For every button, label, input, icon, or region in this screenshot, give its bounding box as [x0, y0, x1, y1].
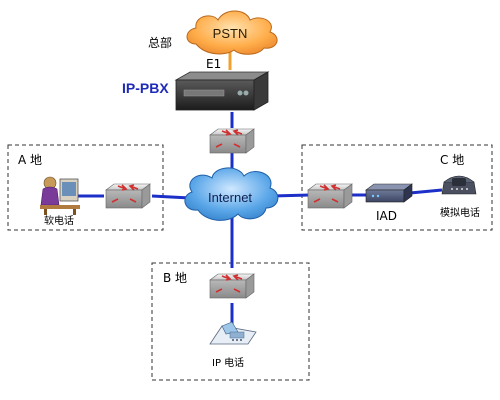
headquarters-label: 总部: [148, 35, 172, 50]
internet-label: Internet: [208, 190, 252, 205]
analog-phone-icon[interactable]: [441, 175, 477, 195]
ip-phone-icon[interactable]: [209, 321, 257, 345]
router-icon-a[interactable]: [105, 183, 151, 209]
site-a-label: A 地: [18, 153, 42, 167]
link-internet-c-router: [271, 193, 311, 198]
pstn-label: PSTN: [213, 26, 248, 41]
analog-phone-label: 模拟电话: [440, 206, 480, 219]
router-icon-b[interactable]: [209, 273, 255, 299]
iad-device-icon[interactable]: [365, 183, 413, 203]
site-b-label: B 地: [163, 271, 187, 285]
e1-label: E1: [206, 57, 221, 71]
router-icon-c[interactable]: [307, 183, 353, 209]
internet-cloud-icon: Internet: [184, 167, 279, 221]
router-icon-hq[interactable]: [209, 128, 255, 154]
pstn-cloud-icon: PSTN: [186, 10, 278, 55]
link-iad-analog-phone: [409, 188, 443, 195]
site-c-boundary: [301, 144, 493, 231]
ip-phone-label: IP 电话: [212, 356, 244, 369]
ip-pbx-icon[interactable]: [174, 71, 270, 111]
iad-label: IAD: [376, 209, 397, 223]
network-links: [78, 112, 443, 328]
ip-pbx-label: IP-PBX: [122, 80, 169, 96]
softphone-label: 软电话: [44, 214, 74, 227]
site-a-boundary: [7, 144, 164, 231]
site-c-label: C 地: [440, 153, 464, 167]
softphone-user-icon[interactable]: [40, 176, 80, 215]
link-a-router-internet: [151, 194, 191, 200]
